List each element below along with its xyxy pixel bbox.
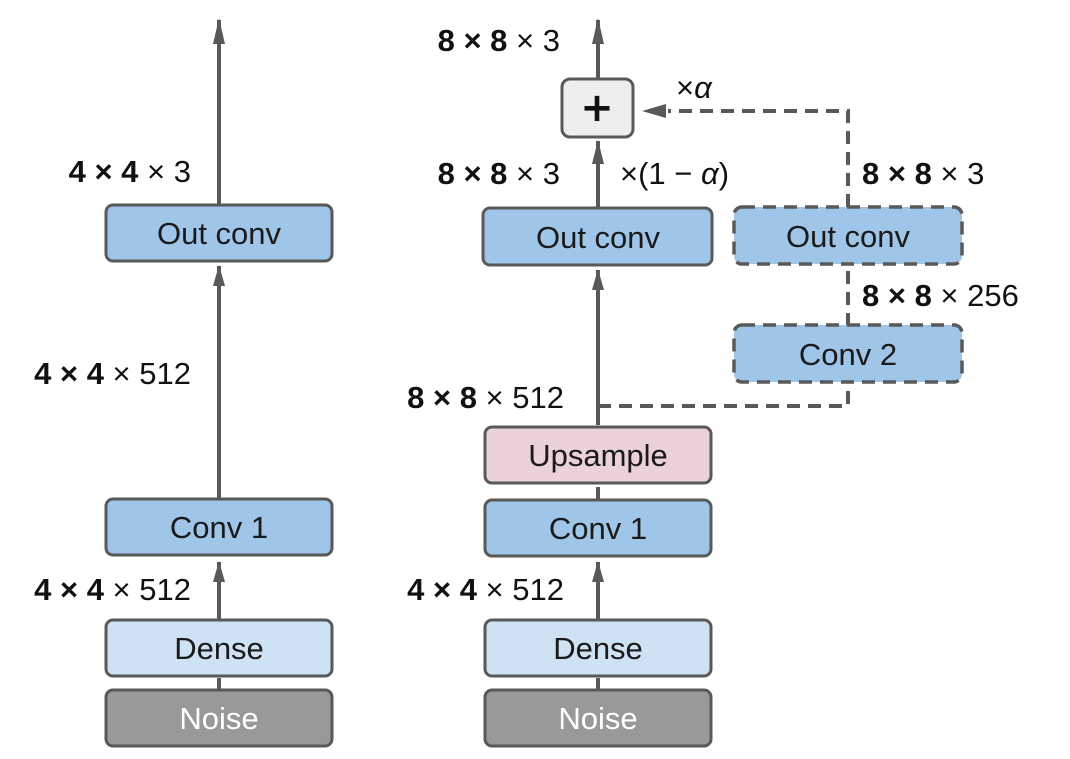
- new-conv2-label: Conv 2: [799, 337, 897, 372]
- right-network: Noise Dense Conv 1 Upsample Out conv Con…: [407, 18, 1019, 748]
- right-dim-after-out-conv-rest: × 3: [507, 156, 560, 191]
- right-arrowhead-upsample-outconv: [592, 269, 604, 290]
- right-dim-after-new-out-conv-bold: 8 × 8: [862, 156, 932, 191]
- right-dim-after-new-conv2-bold: 8 × 8: [862, 278, 932, 313]
- right-dim-after-new-out-conv: 8 × 8 × 3: [862, 156, 984, 191]
- left-arrowhead-conv1-outconv: [213, 265, 225, 286]
- right-dim-after-new-conv2: 8 × 8 × 256: [862, 278, 1019, 313]
- right-dense-box: Dense: [483, 618, 713, 678]
- right-dim-after-out-conv-bold: 8 × 8: [438, 156, 508, 191]
- left-dim-after-conv1: 4 × 4 × 512: [34, 356, 191, 391]
- plus-icon: +: [580, 85, 614, 131]
- right-arrowhead-output: [592, 18, 604, 44]
- weight-old-suffix: ): [719, 156, 729, 191]
- new-out-conv-box: Out conv: [732, 205, 964, 266]
- left-arrowhead-output: [213, 18, 225, 44]
- right-noise-label: Noise: [558, 701, 637, 736]
- right-dim-after-dense-rest: × 512: [477, 572, 564, 607]
- weight-new-symbol: α: [694, 70, 713, 105]
- left-dim-after-dense-bold: 4 × 4: [34, 572, 105, 607]
- right-dim-after-upsample-bold: 8 × 8: [407, 380, 477, 415]
- right-arrowhead-dense-conv1: [592, 561, 604, 582]
- right-dim-after-new-out-conv-rest: × 3: [932, 156, 985, 191]
- right-dim-after-new-conv2-rest: × 256: [932, 278, 1019, 313]
- right-upsample-label: Upsample: [528, 438, 668, 473]
- left-conv1-label: Conv 1: [170, 510, 268, 545]
- right-dim-after-dense: 4 × 4 × 512: [407, 572, 564, 607]
- weight-old-symbol: α: [701, 156, 720, 191]
- left-conv1-box: Conv 1: [104, 497, 334, 557]
- dashed-branch-arrowhead-plus: [642, 104, 666, 118]
- right-dim-after-upsample-rest: × 512: [477, 380, 564, 415]
- right-arrowhead-outconv-plus: [592, 140, 604, 164]
- left-noise-box: Noise: [104, 688, 334, 748]
- left-out-conv-label: Out conv: [157, 216, 282, 251]
- left-network: Noise Dense Conv 1 Out conv 4 × 4 × 512 …: [34, 18, 334, 748]
- right-upsample-box: Upsample: [483, 425, 713, 485]
- weight-new-annotation: ×α: [676, 70, 713, 105]
- weight-old-annotation: ×(1 − α): [620, 156, 729, 191]
- right-dim-after-dense-bold: 4 × 4: [407, 572, 478, 607]
- right-out-conv-label: Out conv: [536, 220, 661, 255]
- right-conv1-label: Conv 1: [549, 511, 647, 546]
- right-dim-output: 8 × 8 × 3: [438, 23, 560, 58]
- left-dim-output-bold: 4 × 4: [69, 154, 140, 189]
- left-dim-output-rest: × 3: [138, 154, 191, 189]
- right-out-conv-box: Out conv: [481, 206, 714, 267]
- right-dim-after-out-conv: 8 × 8 × 3: [438, 156, 560, 191]
- left-dim-after-dense-rest: × 512: [104, 572, 191, 607]
- right-dim-after-upsample: 8 × 8 × 512: [407, 380, 564, 415]
- left-out-conv-box: Out conv: [104, 203, 334, 263]
- weight-old-prefix: ×(1 −: [620, 156, 701, 191]
- right-dim-output-bold: 8 × 8: [438, 23, 508, 58]
- right-dense-label: Dense: [553, 631, 643, 666]
- left-dense-box: Dense: [104, 618, 334, 678]
- left-dim-after-conv1-rest: × 512: [104, 356, 191, 391]
- left-dim-after-dense: 4 × 4 × 512: [34, 572, 191, 607]
- new-out-conv-label: Out conv: [786, 219, 911, 254]
- left-dim-output: 4 × 4 × 3: [69, 154, 191, 189]
- left-dim-after-conv1-bold: 4 × 4: [34, 356, 105, 391]
- plus-node: +: [560, 77, 635, 139]
- dashed-branch-outconv-to-plus: [668, 109, 850, 207]
- dashed-branch-upsample-to-conv2: [598, 384, 850, 408]
- left-dense-label: Dense: [174, 631, 264, 666]
- weight-new-prefix: ×: [676, 70, 694, 105]
- left-noise-label: Noise: [179, 701, 258, 736]
- right-conv1-box: Conv 1: [483, 498, 713, 558]
- left-arrowhead-dense-conv1: [213, 561, 225, 582]
- right-noise-box: Noise: [483, 688, 713, 748]
- right-dim-output-rest: × 3: [507, 23, 560, 58]
- new-conv2-box: Conv 2: [732, 323, 964, 384]
